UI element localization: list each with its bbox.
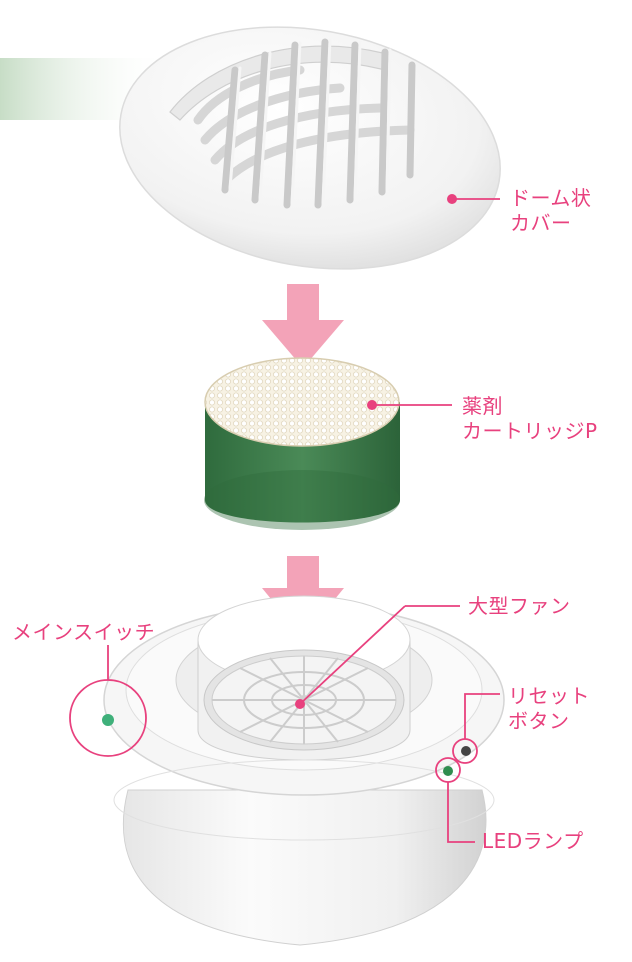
dome-cover-label: ドーム状 カバー — [510, 186, 592, 235]
callout-lines — [69, 198, 500, 843]
main-switch-label: メインスイッチ — [12, 620, 156, 644]
dome-cover-image — [119, 26, 501, 270]
led-lamp-label: LEDランプ — [482, 829, 584, 853]
cartridge-image — [204, 357, 400, 530]
base-unit-image — [102, 595, 505, 946]
cartridge-label: 薬剤 カートリッジP — [462, 394, 598, 443]
fan-label: 大型ファン — [468, 594, 571, 618]
callout-dots — [295, 194, 457, 709]
down-arrow-icon — [262, 284, 344, 368]
reset-button-label: リセット ボタン — [508, 684, 590, 733]
